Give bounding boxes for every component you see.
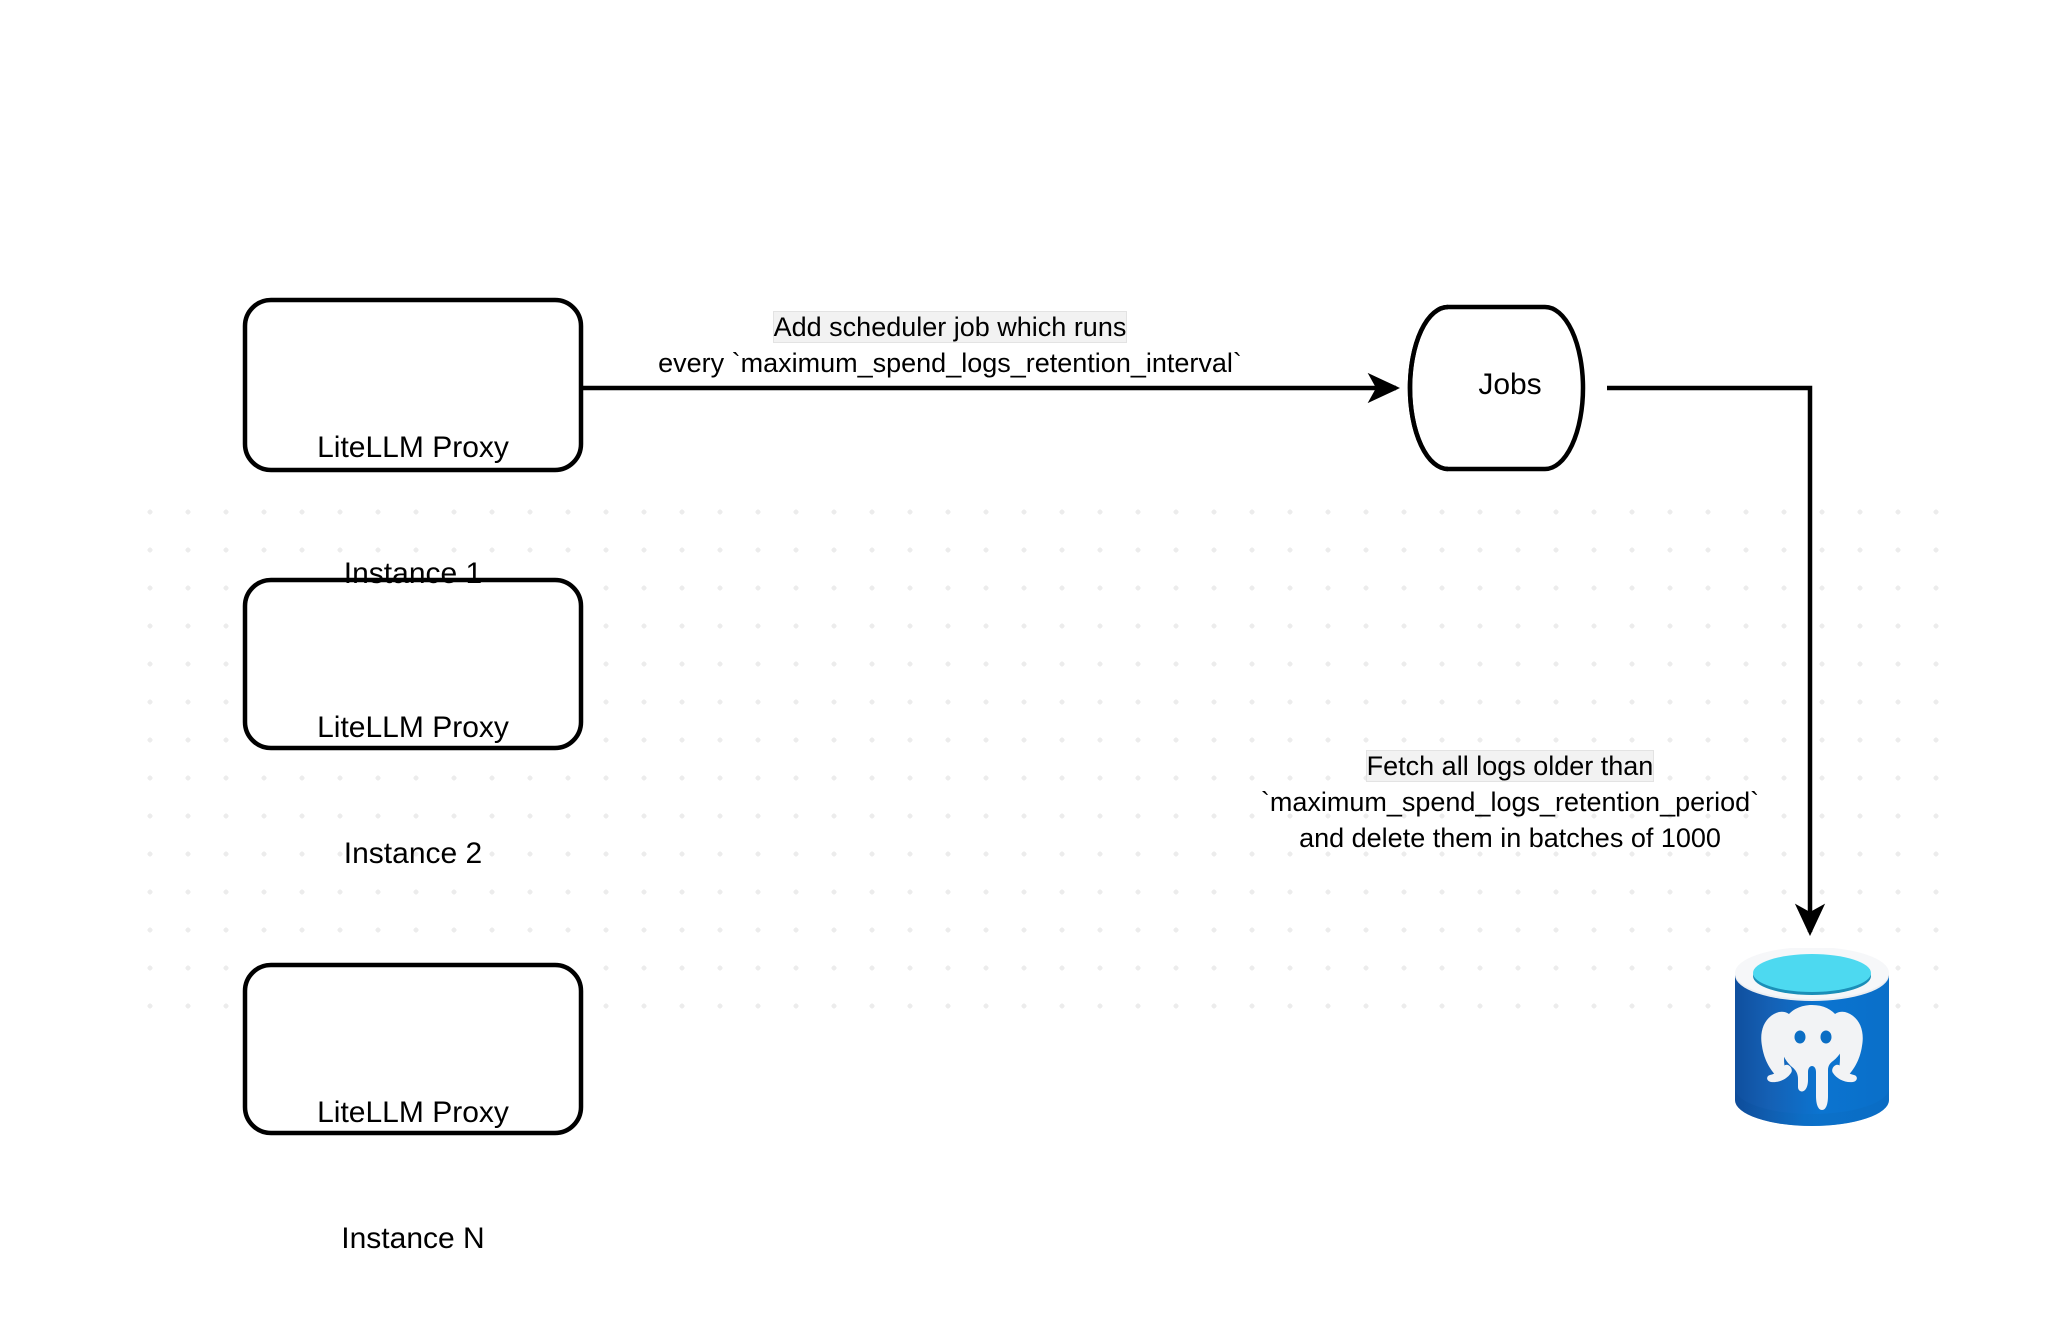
node-jobs-shape[interactable]	[1407, 304, 1586, 472]
node-instance-2-shape[interactable]	[242, 577, 584, 751]
postgres-elephant-eyes	[1794, 1030, 1832, 1044]
node-instance-1-shape[interactable]	[242, 297, 584, 473]
postgresql-database-icon[interactable]	[1732, 948, 1892, 1128]
node-instance-n-shape[interactable]	[242, 962, 584, 1136]
edge-delete-logs-line	[1607, 385, 1826, 937]
